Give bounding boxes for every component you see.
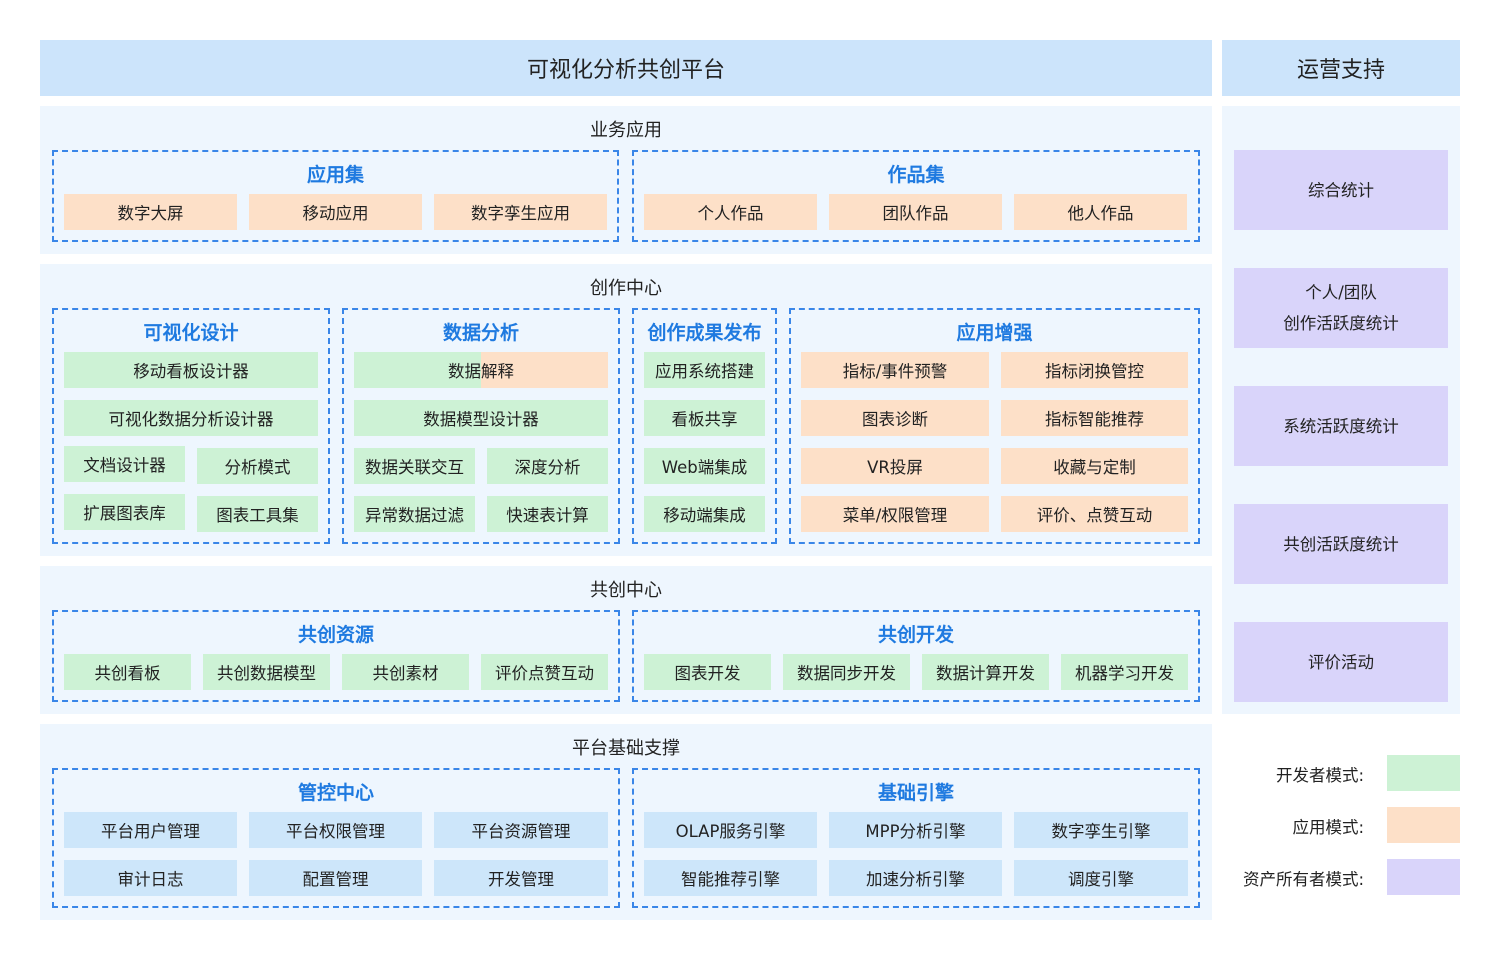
layer-creation-title: 创作中心 xyxy=(590,278,662,299)
group-control: 管控中心 平台用户管理 平台权限管理 平台资源管理 审计日志 配置管理 开发管理 xyxy=(52,768,620,908)
cell-work: 他人作品 xyxy=(1014,194,1187,230)
cell-vis-design: 可视化数据分析设计器 xyxy=(64,400,318,436)
cell-dev: 机器学习开发 xyxy=(1061,654,1188,690)
ops-item-line1: 综合统计 xyxy=(1308,180,1374,200)
cell-enhance: 指标智能推荐 xyxy=(1001,400,1188,436)
cell-app: 数字孪生应用 xyxy=(434,194,607,230)
cell-control: 开发管理 xyxy=(434,860,608,896)
ops-item-line1: 系统活跃度统计 xyxy=(1283,416,1399,436)
cell-engine: 智能推荐引擎 xyxy=(644,860,817,896)
group-works-title: 作品集 xyxy=(887,164,945,186)
group-control-title: 管控中心 xyxy=(297,782,374,804)
ops-item: 评价活动 xyxy=(1234,622,1448,702)
cell-vis-design: 图表工具集 xyxy=(197,496,318,532)
cell-publish: 移动端集成 xyxy=(644,496,765,532)
cell-resource: 评价点赞互动 xyxy=(481,654,608,690)
cell-publish: Web端集成 xyxy=(644,448,765,484)
cell-enhance: 指标闭换管控 xyxy=(1001,352,1188,388)
legend-label-application: 应用模式: xyxy=(1292,818,1364,837)
cell-engine: 加速分析引擎 xyxy=(829,860,1002,896)
ops-column: 综合统计 个人/团队 创作活跃度统计 系统活跃度统计 共创活跃度统计 评价活动 xyxy=(1222,106,1460,714)
cell-dev: 图表开发 xyxy=(644,654,771,690)
layer-foundation-title: 平台基础支撑 xyxy=(572,738,680,759)
cell-enhance: 评价、点赞互动 xyxy=(1001,496,1188,532)
cell-publish: 看板共享 xyxy=(644,400,765,436)
cell-control: 平台用户管理 xyxy=(64,812,237,848)
cell-data-analysis: 快速表计算 xyxy=(487,496,608,532)
ops-item-line1: 共创活跃度统计 xyxy=(1283,534,1399,554)
cell-dev: 数据同步开发 xyxy=(783,654,910,690)
cell-enhance: 指标/事件预警 xyxy=(801,352,989,388)
group-vis-design: 可视化设计 移动看板设计器 可视化数据分析设计器 文档设计器 分析模式 扩展图表… xyxy=(52,308,330,544)
cell-resource: 共创素材 xyxy=(342,654,469,690)
cell-app: 数字大屏 xyxy=(64,194,237,230)
ops-item-line1: 评价活动 xyxy=(1308,652,1374,672)
group-data-analysis: 数据分析 数据解释 数据模型设计器 数据关联交互 深度分析 异常数据过滤 快速表… xyxy=(342,308,620,544)
group-resources: 共创资源 共创看板 共创数据模型 共创素材 评价点赞互动 xyxy=(52,610,620,702)
cell-enhance: 菜单/权限管理 xyxy=(801,496,989,532)
cell-engine: 调度引擎 xyxy=(1014,860,1188,896)
group-publish-title: 创作成果发布 xyxy=(647,322,762,344)
cell-data-analysis: 数据解释 xyxy=(354,352,608,388)
ops-item: 综合统计 xyxy=(1234,150,1448,230)
cell-app: 移动应用 xyxy=(249,194,422,230)
group-publish: 创作成果发布 应用系统搭建 看板共享 Web端集成 移动端集成 xyxy=(632,308,777,544)
legend-swatch-developer xyxy=(1387,755,1460,791)
cell-dev: 数据计算开发 xyxy=(922,654,1049,690)
cell-control: 平台资源管理 xyxy=(434,812,608,848)
legend-label-asset-owner: 资产所有者模式: xyxy=(1242,870,1364,889)
ops-item: 个人/团队 创作活跃度统计 xyxy=(1234,268,1448,348)
group-engine: 基础引擎 OLAP服务引擎 MPP分析引擎 数字孪生引擎 智能推荐引擎 加速分析… xyxy=(632,768,1200,908)
cell-vis-design: 移动看板设计器 xyxy=(64,352,318,388)
cell-engine: 数字孪生引擎 xyxy=(1014,812,1188,848)
cell-work: 个人作品 xyxy=(644,194,817,230)
cell-data-analysis: 数据关联交互 xyxy=(354,448,475,484)
cell-vis-design: 分析模式 xyxy=(197,448,318,484)
cell-control: 配置管理 xyxy=(249,860,422,896)
ops-title: 运营支持 xyxy=(1222,40,1460,96)
cell-publish: 应用系统搭建 xyxy=(644,352,765,388)
cell-vis-design: 文档设计器 xyxy=(64,446,185,482)
cell-control: 审计日志 xyxy=(64,860,237,896)
layer-cocreate-title: 共创中心 xyxy=(590,580,662,601)
group-enhance: 应用增强 指标/事件预警 指标闭换管控 图表诊断 指标智能推荐 VR投屏 收藏与… xyxy=(789,308,1200,544)
ops-item: 共创活跃度统计 xyxy=(1234,504,1448,584)
group-apps-title: 应用集 xyxy=(306,164,364,186)
layer-business-title: 业务应用 xyxy=(590,120,662,141)
platform-title: 可视化分析共创平台 xyxy=(40,40,1212,96)
group-resources-title: 共创资源 xyxy=(297,624,374,646)
cell-engine: MPP分析引擎 xyxy=(829,812,1002,848)
group-engine-title: 基础引擎 xyxy=(877,782,954,804)
cell-data-analysis: 异常数据过滤 xyxy=(354,496,475,532)
group-works: 作品集 个人作品 团队作品 他人作品 xyxy=(632,150,1200,242)
legend-swatch-application xyxy=(1387,807,1460,843)
legend-swatch-asset-owner xyxy=(1387,859,1460,895)
group-enhance-title: 应用增强 xyxy=(956,322,1033,344)
cell-enhance: 图表诊断 xyxy=(801,400,989,436)
cell-engine: OLAP服务引擎 xyxy=(644,812,817,848)
legend-label-developer: 开发者模式: xyxy=(1275,766,1364,785)
cell-work: 团队作品 xyxy=(829,194,1002,230)
ops-item: 系统活跃度统计 xyxy=(1234,386,1448,466)
group-data-analysis-title: 数据分析 xyxy=(442,322,519,344)
cell-enhance: 收藏与定制 xyxy=(1001,448,1188,484)
group-apps: 应用集 数字大屏 移动应用 数字孪生应用 xyxy=(52,150,619,242)
ops-item-line1: 个人/团队 xyxy=(1305,283,1377,302)
group-dev: 共创开发 图表开发 数据同步开发 数据计算开发 机器学习开发 xyxy=(632,610,1200,702)
cell-control: 平台权限管理 xyxy=(249,812,422,848)
cell-vis-design: 扩展图表库 xyxy=(64,494,185,530)
cell-data-analysis: 深度分析 xyxy=(487,448,608,484)
cell-data-analysis: 数据模型设计器 xyxy=(354,400,608,436)
ops-item-line2: 创作活跃度统计 xyxy=(1283,314,1399,333)
cell-enhance: VR投屏 xyxy=(801,448,989,484)
cell-resource: 共创数据模型 xyxy=(203,654,330,690)
group-vis-design-title: 可视化设计 xyxy=(143,322,239,344)
cell-resource: 共创看板 xyxy=(64,654,191,690)
group-dev-title: 共创开发 xyxy=(877,624,954,646)
